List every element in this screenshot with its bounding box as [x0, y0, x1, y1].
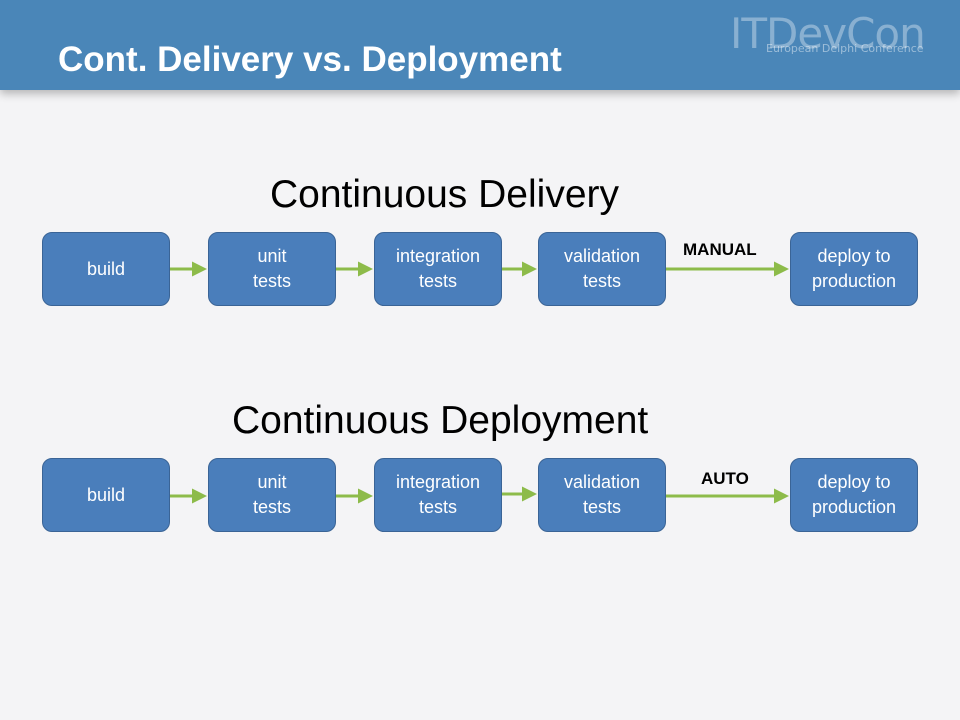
deployment-step-deploy: deploy to production	[790, 458, 918, 532]
deployment-step-build: build	[42, 458, 170, 532]
page-title: Cont. Delivery vs. Deployment	[58, 40, 562, 79]
deployment-step-unit-tests: unit tests	[208, 458, 336, 532]
deployment-step-integration-tests: integration tests	[374, 458, 502, 532]
delivery-step-validation-tests: validation tests	[538, 232, 666, 306]
logo-wordmark: ITDevCon	[730, 9, 926, 58]
deployment-title: Continuous Deployment	[232, 399, 649, 442]
itdevcon-logo: ITDevCon European Delphi Conference	[730, 9, 930, 62]
logo-tagline: European Delphi Conference	[766, 42, 924, 55]
delivery-title: Continuous Delivery	[270, 173, 620, 216]
delivery-step-build: build	[42, 232, 170, 306]
deployment-step-validation-tests: validation tests	[538, 458, 666, 532]
deployment-gate-label: AUTO	[701, 469, 749, 488]
delivery-step-unit-tests: unit tests	[208, 232, 336, 306]
delivery-step-deploy: deploy to production	[790, 232, 918, 306]
delivery-step-integration-tests: integration tests	[374, 232, 502, 306]
delivery-gate-label: MANUAL	[683, 240, 757, 259]
header-bar: Cont. Delivery vs. Deployment ITDevCon E…	[0, 0, 960, 90]
